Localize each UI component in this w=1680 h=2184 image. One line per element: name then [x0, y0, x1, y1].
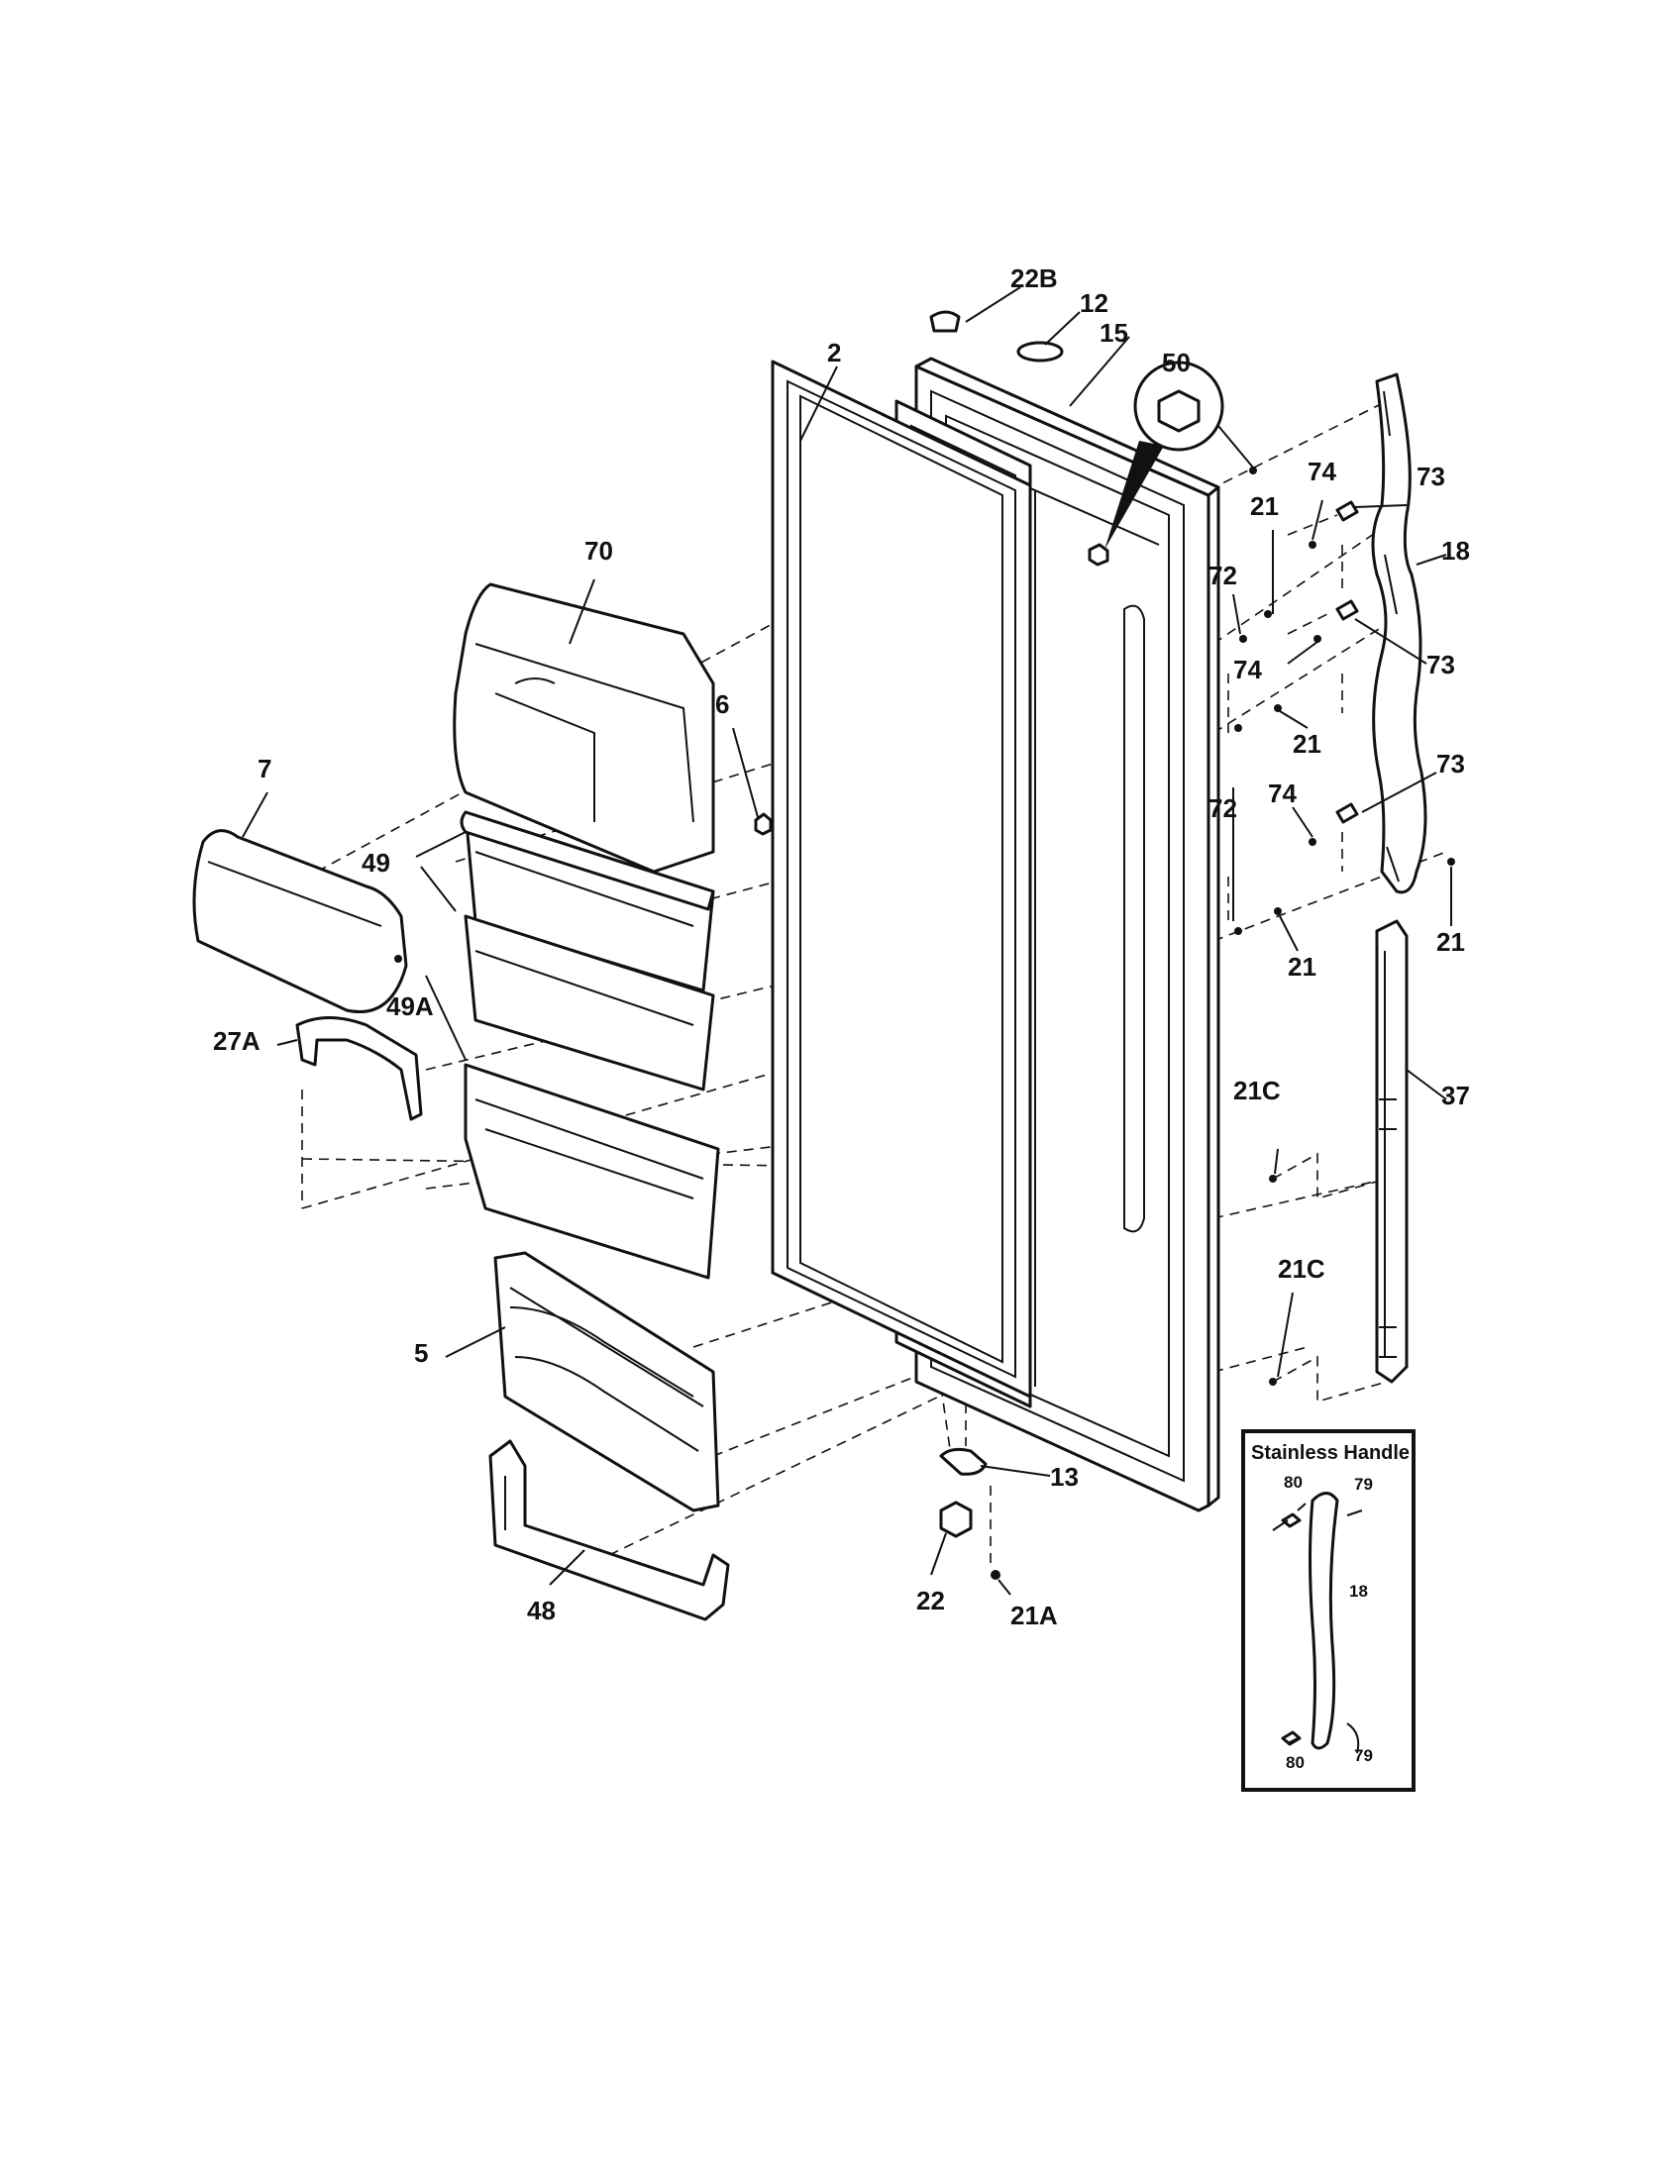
callout-7: 7: [258, 754, 271, 783]
callout-21A: 21A: [1010, 1601, 1058, 1630]
callout-5: 5: [414, 1338, 428, 1368]
callout-21: 21: [1293, 729, 1321, 759]
dairy-door-7: [192, 829, 408, 1013]
callout-22: 22: [916, 1586, 945, 1615]
callout-49A: 49A: [386, 991, 434, 1021]
callout-37: 37: [1441, 1081, 1470, 1110]
handle-trim: [1375, 919, 1409, 1384]
door-handle: [1371, 372, 1427, 894]
door-gasket: [771, 360, 1036, 1399]
inset-label-18: 18: [1349, 1582, 1368, 1601]
leader-lines: [242, 286, 1452, 1596]
inset-label-79-bottom: 79: [1354, 1746, 1373, 1765]
shelf-48: [488, 1439, 730, 1621]
callout-49: 49: [362, 848, 390, 878]
callout-15: 15: [1100, 318, 1128, 348]
handle-27A: [295, 1016, 423, 1121]
callout-labels: 22B 12 15 2 50 74 73 21 18 72 74 73 21 7…: [213, 263, 1470, 1630]
cover-70: [453, 582, 715, 874]
clip-6: [754, 812, 773, 836]
inset-title: Stainless Handle: [1251, 1442, 1410, 1464]
callout-2: 2: [827, 338, 841, 367]
callout-21C: 21C: [1278, 1254, 1325, 1284]
callout-6: 6: [715, 689, 729, 719]
callout-73: 73: [1436, 749, 1465, 779]
callout-21C: 21C: [1233, 1076, 1281, 1105]
callout-74: 74: [1308, 457, 1336, 486]
callout-12: 12: [1080, 288, 1108, 318]
clips-and-screws: [1234, 467, 1455, 1386]
callout-48: 48: [527, 1596, 556, 1625]
inset-label-79-top: 79: [1354, 1475, 1373, 1494]
inset-handle: [1309, 1492, 1339, 1750]
detail-pointer: [1104, 441, 1164, 550]
inset-label-80-top: 80: [1284, 1473, 1303, 1492]
callout-73: 73: [1417, 462, 1445, 491]
stainless-handle-inset: Stainless Handle 80 79 18 80 79: [1241, 1429, 1416, 1792]
callout-73: 73: [1426, 650, 1455, 679]
inset-label-80-bottom: 80: [1286, 1753, 1305, 1772]
bottom-hinge: [939, 1447, 1000, 1580]
bin-49-upper: [460, 810, 715, 992]
top-parts: [929, 310, 1224, 567]
callout-18: 18: [1441, 536, 1470, 566]
callout-74: 74: [1233, 655, 1262, 684]
callout-21: 21: [1250, 491, 1279, 521]
callout-74: 74: [1268, 779, 1297, 808]
bin-49-lower: [464, 914, 715, 1092]
callout-21: 21: [1436, 927, 1465, 957]
callout-13: 13: [1050, 1462, 1079, 1492]
callout-27A: 27A: [213, 1026, 261, 1056]
callout-21: 21: [1288, 952, 1316, 982]
shelf-5: [493, 1251, 720, 1512]
callout-22B: 22B: [1010, 263, 1058, 293]
callout-72: 72: [1208, 561, 1237, 590]
callout-50: 50: [1162, 348, 1191, 377]
bin-49A: [464, 1063, 720, 1280]
callout-70: 70: [584, 536, 613, 566]
callout-72: 72: [1208, 793, 1237, 823]
